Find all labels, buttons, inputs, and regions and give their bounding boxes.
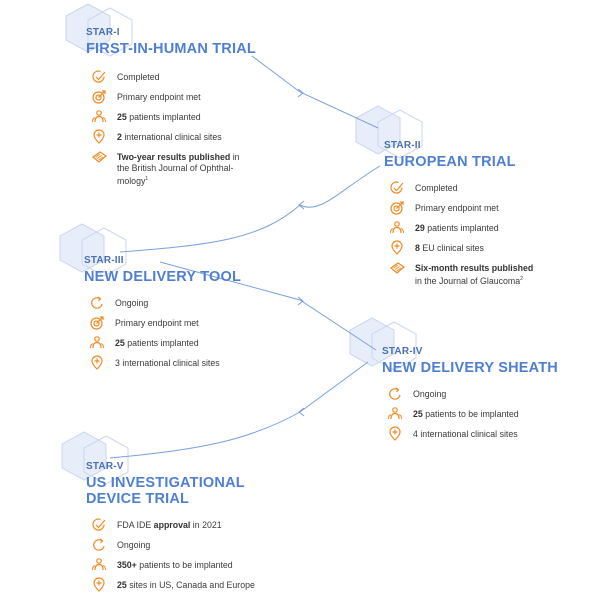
chevron-left-icon (298, 407, 305, 417)
people-icon (390, 221, 404, 234)
chevron-right-icon (297, 88, 304, 98)
list-item-text: in (230, 152, 240, 162)
trial-tag: STAR-III (84, 255, 124, 266)
list-item-text: patients implanted (424, 223, 499, 233)
refresh-icon (91, 296, 103, 309)
list-item-text: international clinical sites (121, 132, 222, 142)
list-item-bold: 350+ (117, 560, 137, 570)
trial-title: EUROPEAN TRIAL (384, 154, 516, 170)
connector-star4-star5 (109, 361, 369, 459)
list-item-text: patients to be implanted (422, 409, 519, 419)
refresh-icon (93, 538, 105, 551)
list-item-text: Ongoing (117, 540, 151, 550)
list-item-text: patients to be implanted (136, 560, 233, 570)
target-icon (92, 90, 106, 104)
list-item-text: Primary endpoint met (415, 203, 499, 213)
trial-star-1: STAR-I FIRST-IN-HUMAN TRIAL (86, 27, 256, 57)
trial-title-line2: DEVICE TRIAL (86, 491, 190, 507)
target-icon (390, 201, 404, 215)
trial-star-5: STAR-V US INVESTIGATIONAL DEVICE TRIAL (86, 461, 245, 507)
list-item-text: FDA IDE (117, 520, 154, 530)
people-icon (92, 110, 106, 123)
list-item-text: patients implanted (124, 338, 199, 348)
trial-star-4: STAR-IV NEW DELIVERY SHEATH (382, 346, 558, 376)
list-item-text: in the Journal of Glaucoma (415, 275, 521, 286)
check-circle-icon (92, 70, 106, 83)
list-item-text: mology (117, 175, 146, 186)
target-icon (90, 316, 104, 330)
list-item-text: international clinical sites (417, 429, 518, 439)
check-circle-icon (92, 518, 106, 531)
list-item-bold: 29 (415, 223, 425, 233)
footnote-ref: 1 (145, 176, 149, 182)
publication-icon (92, 151, 107, 163)
check-circle-icon (390, 181, 404, 194)
trial-title: NEW DELIVERY SHEATH (382, 360, 558, 376)
list-item-text: Completed (415, 183, 458, 193)
trial-tag: STAR-IV (382, 346, 423, 357)
connector-star3-star4 (159, 261, 377, 351)
list-item-text: Completed (117, 72, 160, 82)
list-item-text: Ongoing (413, 389, 447, 399)
list-item-text: patients implanted (126, 112, 201, 122)
location-pin-icon (389, 426, 401, 441)
list-item-bold: 2 (117, 132, 122, 142)
list-item-text: Ongoing (115, 298, 149, 308)
trial-tag: STAR-II (384, 140, 421, 151)
list-item-bold: 4 (413, 429, 418, 439)
list-item-bold: Six-month results published (415, 263, 534, 273)
trial-title: NEW DELIVERY TOOL (84, 269, 242, 285)
trial-star-3: STAR-III NEW DELIVERY TOOL (84, 255, 241, 285)
list-item-text: EU clinical sites (419, 243, 484, 253)
list-item-text: in 2021 (190, 520, 222, 530)
people-icon (388, 407, 402, 420)
list-item-text: Primary endpoint met (117, 92, 201, 102)
list-item-bold: Two-year results published (117, 152, 231, 162)
people-icon (92, 558, 106, 571)
trial-star-2: STAR-II EUROPEAN TRIAL (384, 140, 516, 170)
trial-tag: STAR-I (86, 27, 120, 38)
list-item-bold: 8 (415, 243, 420, 253)
location-pin-icon (93, 129, 105, 144)
list-item-text: international clinical sites (119, 358, 220, 368)
list-item-text: the British Journal of Ophthal- (117, 163, 234, 173)
trial-title: FIRST-IN-HUMAN TRIAL (86, 41, 256, 57)
footnote-ref: 2 (520, 276, 523, 282)
list-item-bold: 25 (117, 112, 127, 122)
trial-tag: STAR-V (86, 461, 124, 472)
location-pin-icon (93, 577, 105, 592)
chevron-left-icon (298, 200, 305, 210)
publication-icon (390, 262, 405, 274)
refresh-icon (389, 387, 401, 400)
location-pin-icon (391, 240, 403, 255)
list-item-text: Primary endpoint met (115, 318, 199, 328)
connector-star2-star3 (119, 165, 381, 253)
people-icon (90, 336, 104, 349)
list-item-bold: 25 (413, 409, 423, 419)
list-item-text: sites in US, Canada and Europe (126, 580, 255, 590)
chevron-right-icon (297, 296, 304, 306)
list-item-bold: 3 (115, 358, 120, 368)
location-pin-icon (91, 355, 103, 370)
trial-title: US INVESTIGATIONAL (86, 475, 245, 491)
list-item-bold: approval (153, 520, 191, 530)
list-item-bold: 25 (115, 338, 125, 348)
connector-star1-star2 (251, 55, 379, 129)
list-item-bold: 25 (117, 580, 127, 590)
